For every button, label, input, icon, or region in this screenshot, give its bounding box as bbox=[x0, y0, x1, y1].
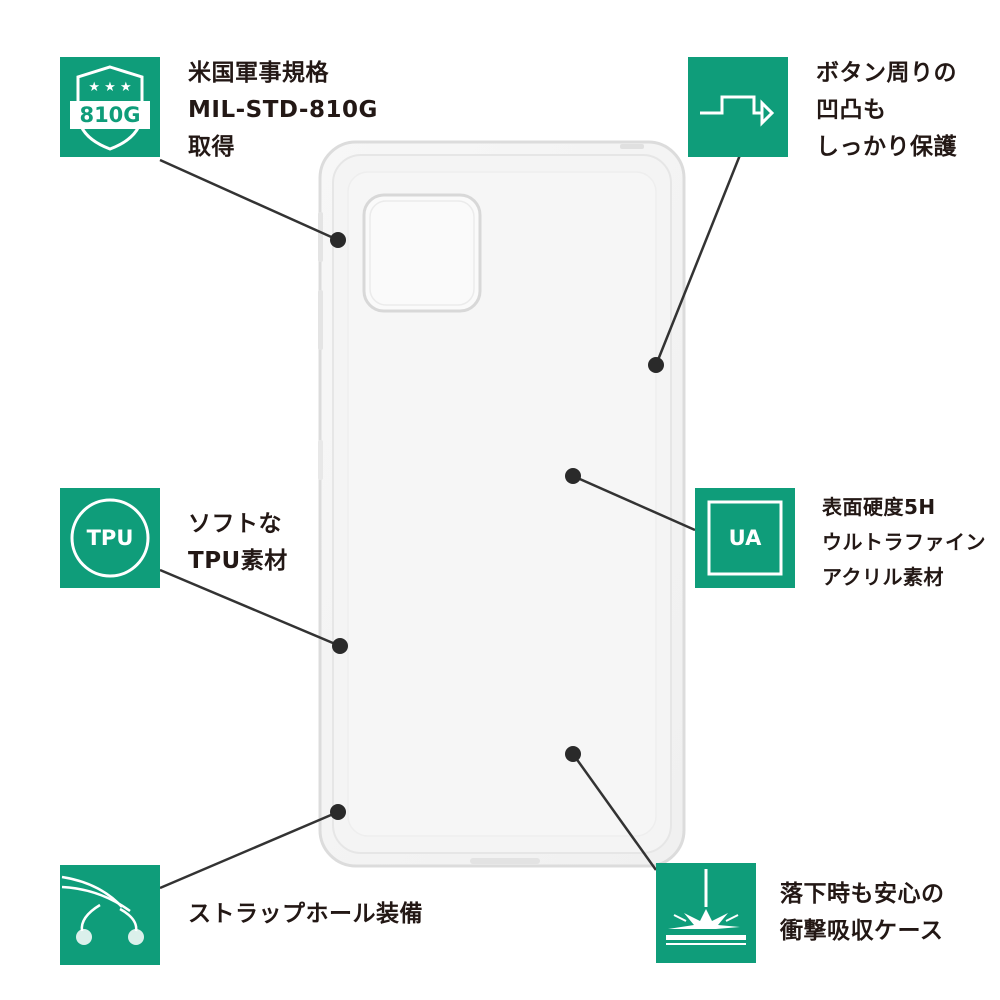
tpu-circle-icon bbox=[70, 498, 150, 578]
impact-absorb-icon bbox=[666, 869, 746, 945]
mil-spec-label: 米国軍事規格 MIL-STD-810G 取得 bbox=[188, 60, 378, 160]
tpu-badge-text: TPU bbox=[86, 526, 134, 550]
side-button-bump bbox=[318, 212, 323, 262]
tpu-label: ソフトな TPU素材 bbox=[188, 511, 288, 574]
leader-dot bbox=[648, 357, 664, 373]
strap-hole-badge bbox=[60, 865, 160, 965]
leader-dot bbox=[565, 746, 581, 762]
button-step-arrow-icon bbox=[700, 95, 775, 127]
bottom-opening bbox=[470, 858, 540, 864]
side-button-bump bbox=[318, 440, 323, 480]
acrylic-label: 表面硬度5H ウルトラファイン アクリル素材 bbox=[822, 495, 986, 589]
shield-810g-icon: ★ ★ ★ bbox=[70, 65, 150, 151]
leader-dot bbox=[330, 232, 346, 248]
tpu-badge: TPU bbox=[60, 488, 160, 588]
camera-cutout bbox=[362, 193, 482, 313]
leader-dot bbox=[330, 804, 346, 820]
shock-absorb-badge bbox=[656, 863, 756, 963]
button-protection-badge bbox=[688, 57, 788, 157]
ua-square-icon bbox=[707, 500, 783, 576]
strap-hole-icon bbox=[61, 875, 144, 945]
badge-810g-text: 810G bbox=[79, 103, 141, 127]
acrylic-badge: UA bbox=[695, 488, 795, 588]
mil-spec-badge: ★ ★ ★ 810G bbox=[60, 57, 160, 157]
button-protection-label: ボタン周りの 凹凸も しっかり保護 bbox=[816, 60, 957, 160]
case-back-panel bbox=[347, 171, 657, 837]
leader-dot bbox=[332, 638, 348, 654]
leader-dot bbox=[565, 468, 581, 484]
ua-badge-text: UA bbox=[728, 526, 762, 550]
side-button-bump bbox=[318, 290, 323, 350]
svg-text:★ ★ ★: ★ ★ ★ bbox=[88, 80, 131, 95]
shock-absorb-label: 落下時も安心の 衝撃吸収ケース bbox=[780, 881, 945, 944]
strap-hole-label: ストラップホール装備 bbox=[188, 901, 423, 927]
